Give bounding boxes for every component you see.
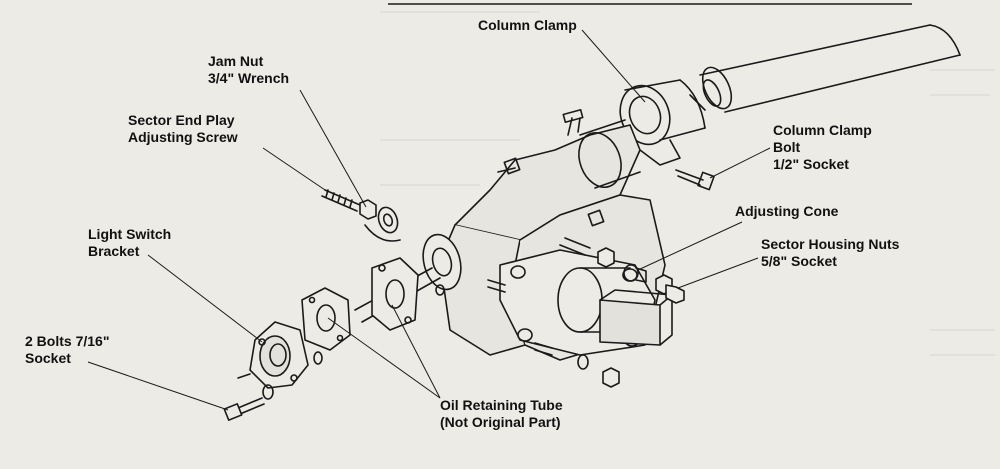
gasket [301,287,351,351]
bracket-bolts [223,284,445,421]
leader-sector-housing-nuts [677,257,759,289]
leader-two-bolts [87,361,229,411]
label-sector-housing-nuts-line2: 5/8" Socket [761,253,837,269]
oil-retaining-plate [371,257,419,331]
label-oil-retaining-tube-line1: Oil Retaining Tube [440,397,563,413]
label-sector-housing-nuts-line1: Sector Housing Nuts [761,236,900,252]
label-jam-nut: Jam Nut 3/4" Wrench [208,53,289,87]
label-adjusting-cone-text: Adjusting Cone [735,203,839,219]
label-jam-nut-line2: 3/4" Wrench [208,70,290,86]
label-column-clamp: Column Clamp [478,17,577,34]
leader-oil-retaining-2 [391,304,441,399]
label-column-clamp-bolt-line3: 1/2" Socket [773,156,849,172]
label-column-clamp-text: Column Clamp [478,17,577,33]
label-sector-end-play-line1: Sector End Play [128,112,235,128]
label-column-clamp-bolt-line2: Bolt [773,139,801,155]
label-two-bolts: 2 Bolts 7/16" Socket [25,333,109,367]
column-tube [689,24,961,113]
label-oil-retaining-tube-line2: (Not Original Part) [440,414,561,430]
label-two-bolts-line1: 2 Bolts 7/16" [25,333,110,349]
label-two-bolts-line2: Socket [25,350,71,366]
leader-column-clamp-bolt [709,147,771,179]
sector-nuts [577,247,685,388]
label-oil-retaining-tube: Oil Retaining Tube (Not Original Part) [440,397,563,431]
label-light-switch-bracket-line2: Bracket [88,243,140,259]
leader-light-switch-bracket [147,254,263,343]
label-jam-nut-line1: Jam Nut [208,53,264,69]
label-sector-end-play-line2: Adjusting Screw [128,129,238,145]
leader-oil-retaining-1 [327,317,441,399]
leader-adjusting-cone [637,221,743,271]
leader-jam-nut [299,89,367,208]
label-sector-housing-nuts: Sector Housing Nuts 5/8" Socket [761,236,899,270]
label-column-clamp-bolt: Column Clamp Bolt 1/2" Socket [773,122,872,173]
sector-housing [487,237,673,356]
steering-column-assembly [223,24,961,421]
leader-sector-end-play [262,147,329,193]
label-adjusting-cone: Adjusting Cone [735,203,838,220]
leader-lines [87,29,771,411]
column-clamp-bolt [675,169,715,191]
label-light-switch-bracket-line1: Light Switch [88,226,172,242]
bleed-through [380,11,995,356]
light-switch-bracket [237,321,309,389]
label-light-switch-bracket: Light Switch Bracket [88,226,171,260]
leader-column-clamp [581,29,646,103]
adjusting-screw-group [321,189,401,242]
label-column-clamp-bolt-line1: Column Clamp [773,122,872,138]
label-sector-end-play: Sector End Play Adjusting Screw [128,112,238,146]
